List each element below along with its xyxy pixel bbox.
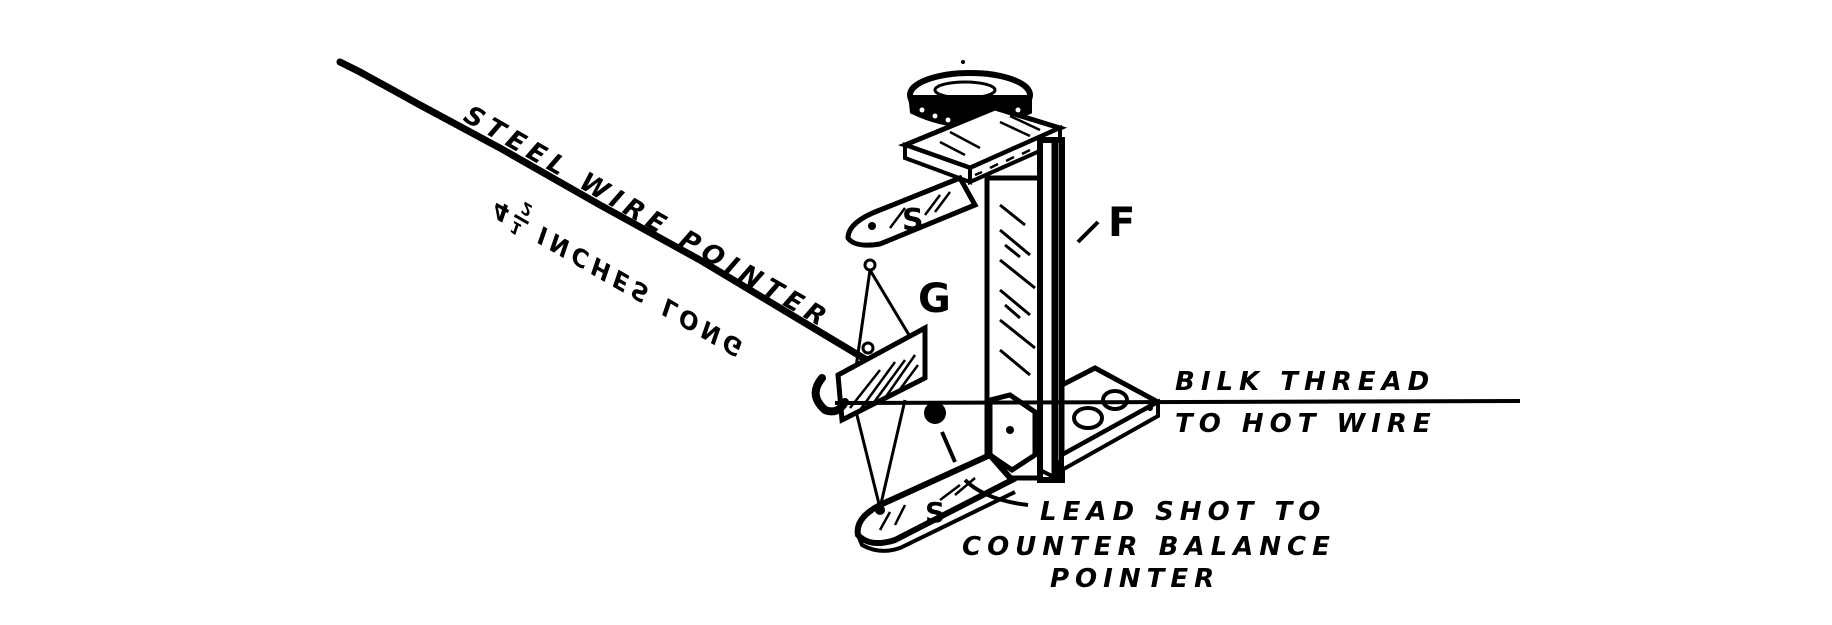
lead-shot-label-line1: LEAD SHOT TO (1040, 497, 1326, 527)
lower-spring-label: S (925, 496, 945, 529)
lead-shot-label: LEAD SHOT TO COUNTER BALANCE POINTER (962, 497, 1336, 594)
frame-column: F (984, 137, 1135, 483)
thread-label-line2: TO HOT WIRE (1175, 409, 1437, 439)
thread-label: BILK THREAD TO HOT WIRE (1175, 367, 1437, 439)
lead-shot-label-line2: COUNTER BALANCE (962, 532, 1336, 562)
vane-label: G (918, 276, 951, 322)
upper-spring-arm: S (845, 174, 979, 248)
vane: G (835, 276, 951, 424)
silk-thread (834, 399, 1521, 405)
lead-shot-label-line3: POINTER (1050, 564, 1220, 594)
thread-label-line1: BILK THREAD (1175, 367, 1435, 397)
lead-shot (924, 402, 1029, 507)
steel-wire-pointer (336, 58, 874, 366)
pointer-length-frac-den: 2 (517, 198, 536, 220)
hook (811, 374, 849, 416)
frame-label: F (1108, 200, 1135, 246)
upper-spring-label: S (902, 203, 924, 238)
lower-spring-arm: S (854, 451, 1017, 553)
